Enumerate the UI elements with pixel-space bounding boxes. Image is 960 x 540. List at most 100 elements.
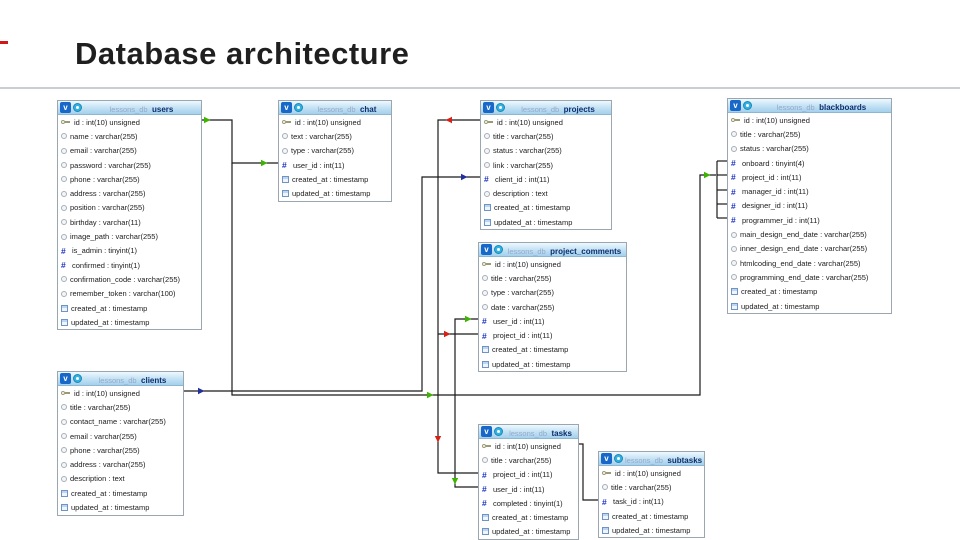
timestamp-icon [61, 304, 68, 312]
table-options-icon[interactable] [494, 245, 503, 254]
primary-key-icon [61, 390, 71, 396]
relation-clients-id-to-projects-client-id [182, 173, 480, 395]
table-title: lessons_db users [84, 100, 199, 116]
field-label: created_at : timestamp [492, 345, 569, 355]
timestamp-icon [484, 204, 491, 212]
table-header[interactable]: v lessons_db projects [481, 101, 611, 115]
field-row-blackboards: #project_id : int(11) [728, 170, 891, 184]
field-label: user_id : int(11) [493, 484, 545, 494]
field-row-projects: created_at : timestamp [481, 201, 611, 215]
field-row-users: birthday : varchar(11) [58, 215, 201, 229]
table-options-icon[interactable] [73, 103, 82, 112]
field-row-tasks: title : varchar(255) [479, 453, 578, 467]
field-row-blackboards: updated_at : timestamp [728, 299, 891, 313]
timestamp-icon [731, 302, 738, 310]
table-header[interactable]: v lessons_db blackboards [728, 99, 891, 113]
page-title: Database architecture [75, 36, 410, 71]
field-label: main_design_end_date : varchar(255) [740, 230, 867, 240]
field-row-project_comments: id : int(10) unsigned [479, 257, 626, 271]
table-header[interactable]: v lessons_db project_comments [479, 243, 626, 257]
table-header[interactable]: v lessons_db users [58, 101, 201, 115]
foreign-key-icon: # [482, 469, 487, 480]
collapse-toggle-icon[interactable]: v [601, 453, 612, 464]
column-icon [482, 304, 488, 311]
table-header[interactable]: v lessons_db subtasks [599, 452, 704, 466]
field-label: created_at : timestamp [494, 203, 571, 213]
relation-arrow-icon [261, 159, 268, 167]
table-name: subtasks [667, 455, 702, 465]
field-label: updated_at : timestamp [612, 525, 691, 535]
field-row-users: id : int(10) unsigned [58, 115, 201, 129]
field-label: phone : varchar(255) [70, 174, 140, 184]
field-label: title : varchar(255) [491, 273, 552, 283]
table-header[interactable]: v lessons_db clients [58, 372, 183, 386]
field-row-blackboards: #designer_id : int(11) [728, 199, 891, 213]
timestamp-icon [482, 346, 489, 354]
field-label: date : varchar(255) [491, 302, 555, 312]
field-label: updated_at : timestamp [492, 527, 571, 537]
table-name: projects [563, 104, 595, 114]
relation-arrow-icon [461, 173, 468, 181]
table-options-icon[interactable] [73, 374, 82, 383]
field-label: email : varchar(255) [70, 431, 137, 441]
field-label: user_id : int(11) [493, 316, 545, 326]
field-label: text : varchar(255) [291, 131, 352, 141]
relation-line [454, 318, 478, 395]
field-label: created_at : timestamp [292, 174, 369, 184]
collapse-toggle-icon[interactable]: v [481, 426, 492, 437]
collapse-toggle-icon[interactable]: v [60, 373, 71, 384]
field-row-projects: title : varchar(255) [481, 129, 611, 143]
collapse-toggle-icon[interactable]: v [60, 102, 71, 113]
field-label: project_id : int(11) [493, 470, 553, 480]
table-title: lessons_db project_comments [505, 242, 624, 258]
column-icon [482, 457, 488, 464]
field-label: id : int(10) unsigned [295, 117, 361, 127]
field-label: name : varchar(255) [70, 131, 138, 141]
relation-line [182, 176, 480, 392]
table-options-icon[interactable] [614, 454, 623, 463]
table-title: lessons_db subtasks [625, 451, 702, 467]
collapse-toggle-icon[interactable]: v [481, 244, 492, 255]
field-row-chat: #user_id : int(11) [279, 158, 391, 172]
table-options-icon[interactable] [496, 103, 505, 112]
column-icon [282, 133, 288, 140]
field-label: email : varchar(255) [70, 146, 137, 156]
relation-arrow-icon [434, 436, 442, 443]
relation-line [200, 119, 278, 164]
column-icon [61, 447, 67, 454]
table-options-icon[interactable] [743, 101, 752, 110]
field-label: created_at : timestamp [71, 488, 148, 498]
table-options-icon[interactable] [294, 103, 303, 112]
field-row-blackboards: #onboard : tinyint(4) [728, 156, 891, 170]
collapse-toggle-icon[interactable]: v [281, 102, 292, 113]
collapse-toggle-icon[interactable]: v [730, 100, 741, 111]
field-row-project_comments: updated_at : timestamp [479, 357, 626, 371]
field-row-users: confirmation_code : varchar(255) [58, 272, 201, 286]
field-label: address : varchar(255) [70, 189, 146, 199]
foreign-key-icon: # [731, 200, 736, 211]
timestamp-icon [482, 514, 489, 522]
column-icon [731, 131, 737, 138]
table-title: lessons_db blackboards [754, 98, 889, 114]
field-row-blackboards: programming_end_date : varchar(255) [728, 270, 891, 284]
table-options-icon[interactable] [494, 427, 503, 436]
timestamp-icon [282, 190, 289, 198]
collapse-toggle-icon[interactable]: v [483, 102, 494, 113]
primary-key-icon [482, 443, 492, 449]
field-label: programmer_id : int(11) [742, 215, 820, 225]
table-title: lessons_db clients [84, 371, 181, 387]
db-prefix-label: lessons_db [776, 102, 815, 112]
db-prefix-label: lessons_db [521, 104, 560, 114]
db-prefix-label: lessons_db [109, 104, 148, 114]
